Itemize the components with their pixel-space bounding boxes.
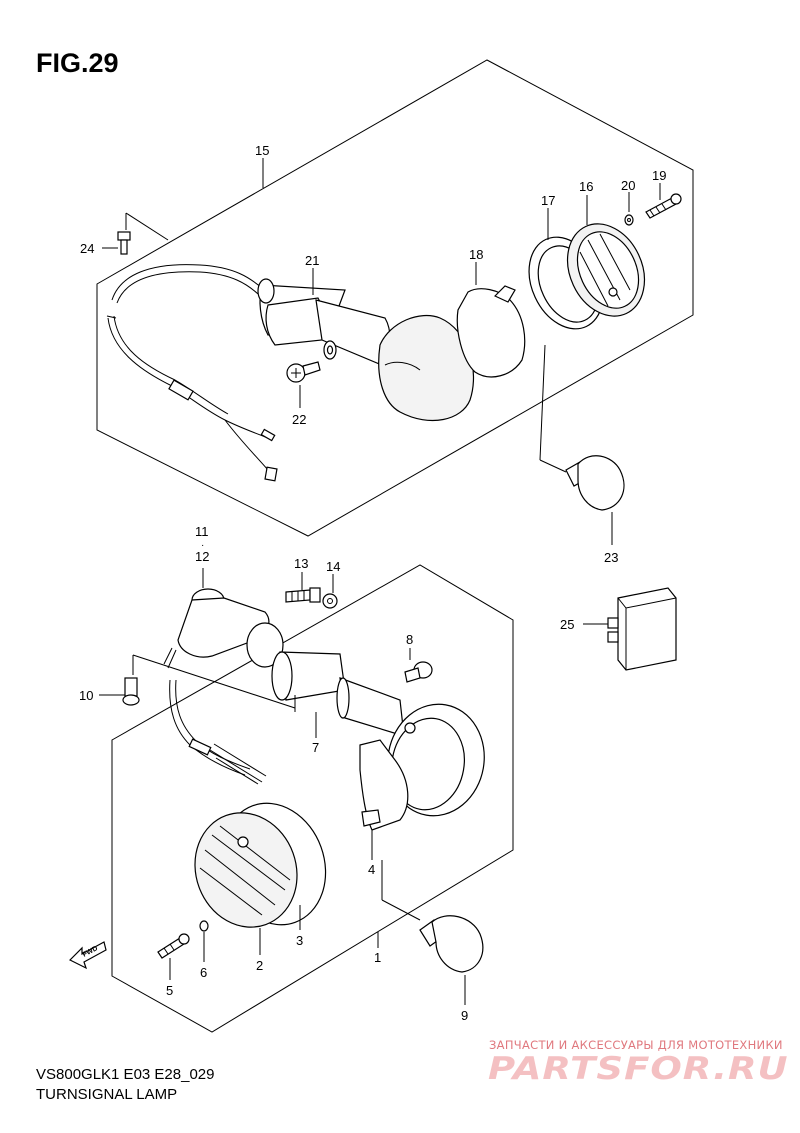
callout-22: 22 — [292, 412, 306, 427]
callout-11: 11 — [195, 524, 209, 539]
callout-15: 15 — [255, 143, 269, 158]
callout-18: 18 — [469, 247, 483, 262]
watermark-logo: PARTSFOR.RU — [488, 1050, 789, 1087]
callout-9: 9 — [461, 1008, 468, 1023]
gasket-18 — [456, 285, 526, 378]
callout-3: 3 — [296, 933, 303, 948]
callout-19: 19 — [652, 168, 666, 183]
watermark-tagline: ЗАПЧАСТИ И АКСЕССУАРЫ ДЛЯ МОТОТЕХНИКИ — [489, 1038, 783, 1052]
screw-5 — [157, 933, 190, 959]
fwd-arrow-icon: FWD — [68, 941, 107, 970]
bolt-24 — [117, 231, 131, 255]
lens-16 — [566, 223, 646, 317]
figure-title: FIG.29 — [36, 48, 119, 78]
callout-14: 14 — [326, 559, 340, 574]
leader-lines — [99, 158, 661, 1005]
callout-13: 13 — [294, 556, 308, 571]
wire-harness-upper — [106, 264, 278, 482]
lens-2 — [194, 812, 298, 928]
stay-12 — [163, 588, 284, 669]
bulb-23 — [565, 455, 625, 511]
assembly-outline-1 — [111, 564, 514, 1033]
callout-1: 1 — [374, 950, 381, 965]
callout-2: 2 — [256, 958, 263, 973]
washer-6 — [199, 920, 209, 932]
bolt-10 — [122, 677, 140, 706]
svg-text:·: · — [201, 540, 204, 551]
bulb-9 — [419, 915, 484, 973]
bolt-13 — [285, 587, 321, 603]
screw-22 — [286, 361, 321, 383]
callout-25: 25 — [560, 617, 574, 632]
callout-20: 20 — [621, 178, 635, 193]
relay-25 — [607, 587, 677, 671]
socket-7 — [271, 651, 405, 737]
model-code: VS800GLK1 E03 E28_029 — [36, 1066, 215, 1083]
callout-24: 24 — [80, 241, 94, 256]
assembly-outline-15 — [96, 59, 694, 537]
callout-6: 6 — [200, 965, 207, 980]
socket-stay-21 — [257, 278, 391, 367]
callout-labels: 15 17 16 20 19 24 18 21 22 23 11 · 12 13… — [79, 143, 666, 1023]
callout-7: 7 — [312, 740, 319, 755]
gasket-4 — [359, 739, 409, 831]
section-name: TURNSIGNAL LAMP — [36, 1086, 178, 1103]
callout-5: 5 — [166, 983, 173, 998]
nut-14 — [322, 593, 338, 609]
callout-17: 17 — [541, 193, 555, 208]
callout-23: 23 — [604, 550, 618, 565]
housing-1 — [387, 703, 485, 817]
callout-21: 21 — [305, 253, 319, 268]
washer-20 — [624, 214, 634, 226]
wire-harness-lower — [169, 679, 267, 785]
callout-8: 8 — [406, 632, 413, 647]
callout-4: 4 — [368, 862, 375, 877]
callout-10: 10 — [79, 688, 93, 703]
bullet-housing — [378, 314, 474, 422]
callout-12: 12 — [195, 549, 209, 564]
screw-8 — [404, 661, 433, 683]
callout-16: 16 — [579, 179, 593, 194]
screw-19 — [645, 193, 682, 219]
